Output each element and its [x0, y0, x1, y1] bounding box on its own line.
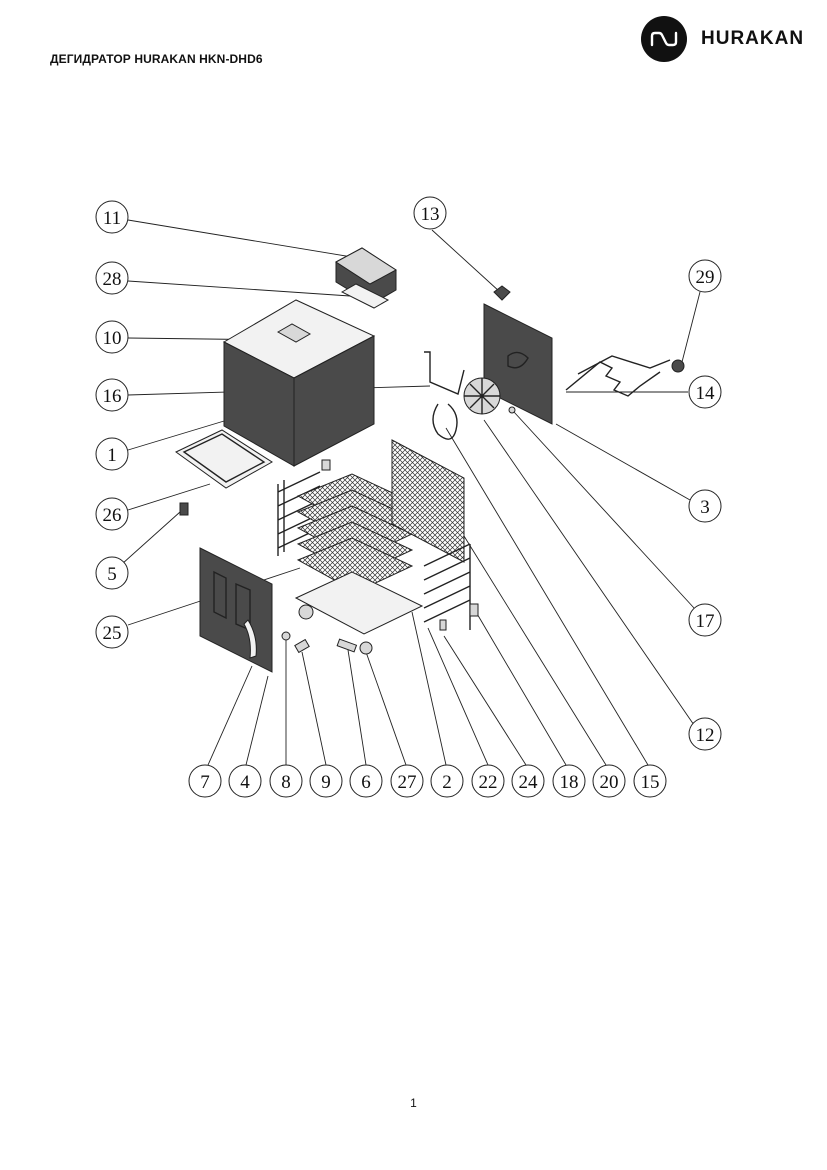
part-control-board: [340, 283, 390, 309]
part-control-unit: [276, 323, 312, 343]
part-heating-coil-2: [577, 355, 671, 375]
callout-9: 9: [309, 764, 343, 798]
part-small-bracket: [439, 619, 447, 631]
brand-name: HURAKAN: [701, 28, 805, 49]
part-foot: [359, 641, 373, 655]
callout-16: 16: [95, 378, 129, 412]
callout-6: 6: [349, 764, 383, 798]
callout-27: 27: [390, 764, 424, 798]
callout-29: 29: [688, 259, 722, 293]
svg-text:18: 18: [560, 772, 579, 793]
part-connector: [336, 638, 358, 653]
part-back-mesh: [391, 439, 465, 563]
callout-25: 25: [95, 615, 129, 649]
svg-text:11: 11: [103, 208, 121, 229]
svg-text:27: 27: [398, 772, 417, 793]
svg-text:2: 2: [442, 772, 452, 793]
svg-text:26: 26: [103, 505, 122, 526]
svg-text:22: 22: [479, 772, 498, 793]
svg-text:4: 4: [240, 772, 250, 793]
svg-text:8: 8: [281, 772, 291, 793]
part-clip: [179, 502, 189, 516]
part-back-panel: [483, 303, 553, 425]
callout-1: 1: [95, 437, 129, 471]
svg-text:25: 25: [103, 623, 122, 644]
svg-text:24: 24: [519, 772, 539, 793]
part-small-bracket-2: [469, 603, 479, 617]
part-heater-loop: [432, 403, 458, 440]
part-foot-2: [298, 604, 314, 620]
part-door-handle: [243, 619, 257, 659]
part-control-cover-top: [335, 247, 397, 285]
svg-text:28: 28: [103, 269, 122, 290]
part-bottom-plate: [294, 571, 424, 635]
callout-2: 2: [430, 764, 464, 798]
part-housing-right: [293, 335, 375, 467]
svg-text:29: 29: [696, 267, 715, 288]
hurakan-logo-icon: [641, 16, 687, 62]
callout-15: 15: [633, 764, 667, 798]
brand-logo: HURAKAN: [641, 16, 804, 62]
svg-text:1: 1: [107, 445, 117, 466]
svg-text:20: 20: [600, 772, 619, 793]
part-knob: [493, 285, 511, 301]
callout-18: 18: [552, 764, 586, 798]
part-back-vent: [507, 351, 529, 369]
callout-20: 20: [592, 764, 626, 798]
document-title: ДЕГИДРАТОР HURAKAN HKN-DHD6: [50, 52, 263, 66]
part-fan-blades: [464, 378, 500, 414]
part-heating-coil: [565, 361, 661, 397]
svg-text:15: 15: [641, 772, 660, 793]
callout-7: 7: [188, 764, 222, 798]
callout-14: 14: [688, 375, 722, 409]
svg-text:10: 10: [103, 328, 122, 349]
leader-lines: [121, 219, 701, 766]
callout-13: 13: [413, 196, 447, 230]
svg-text:12: 12: [696, 725, 715, 746]
callout-17: 17: [688, 603, 722, 637]
svg-text:13: 13: [421, 204, 440, 225]
callouts: 11 28 10 16 1 26 5 25 13 29 14 3 17 12 7…: [95, 196, 722, 798]
part-switch: [294, 638, 310, 654]
part-bracket: [424, 351, 465, 395]
svg-text:6: 6: [361, 772, 371, 793]
svg-text:9: 9: [321, 772, 331, 793]
part-rail-right: [423, 543, 471, 630]
part-screw-2: [508, 406, 516, 414]
part-drip-tray-inner: [182, 433, 266, 483]
callout-5: 5: [95, 556, 129, 590]
svg-text:14: 14: [696, 383, 716, 404]
parts-illustration: [175, 247, 685, 673]
callout-24: 24: [511, 764, 545, 798]
svg-text:17: 17: [696, 611, 715, 632]
callout-22: 22: [471, 764, 505, 798]
svg-text:5: 5: [107, 564, 117, 585]
svg-text:16: 16: [103, 386, 122, 407]
part-screw: [281, 631, 291, 641]
svg-text:7: 7: [200, 772, 210, 793]
callout-28: 28: [95, 261, 129, 295]
svg-text:3: 3: [700, 497, 710, 518]
callout-4: 4: [228, 764, 262, 798]
callout-3: 3: [688, 489, 722, 523]
callout-11: 11: [95, 200, 129, 234]
part-power-plug: [671, 359, 685, 373]
part-small-bracket-3: [321, 459, 331, 471]
callout-12: 12: [688, 717, 722, 751]
callout-8: 8: [269, 764, 303, 798]
callout-10: 10: [95, 320, 129, 354]
page-number: 1: [410, 1096, 417, 1110]
callout-26: 26: [95, 497, 129, 531]
